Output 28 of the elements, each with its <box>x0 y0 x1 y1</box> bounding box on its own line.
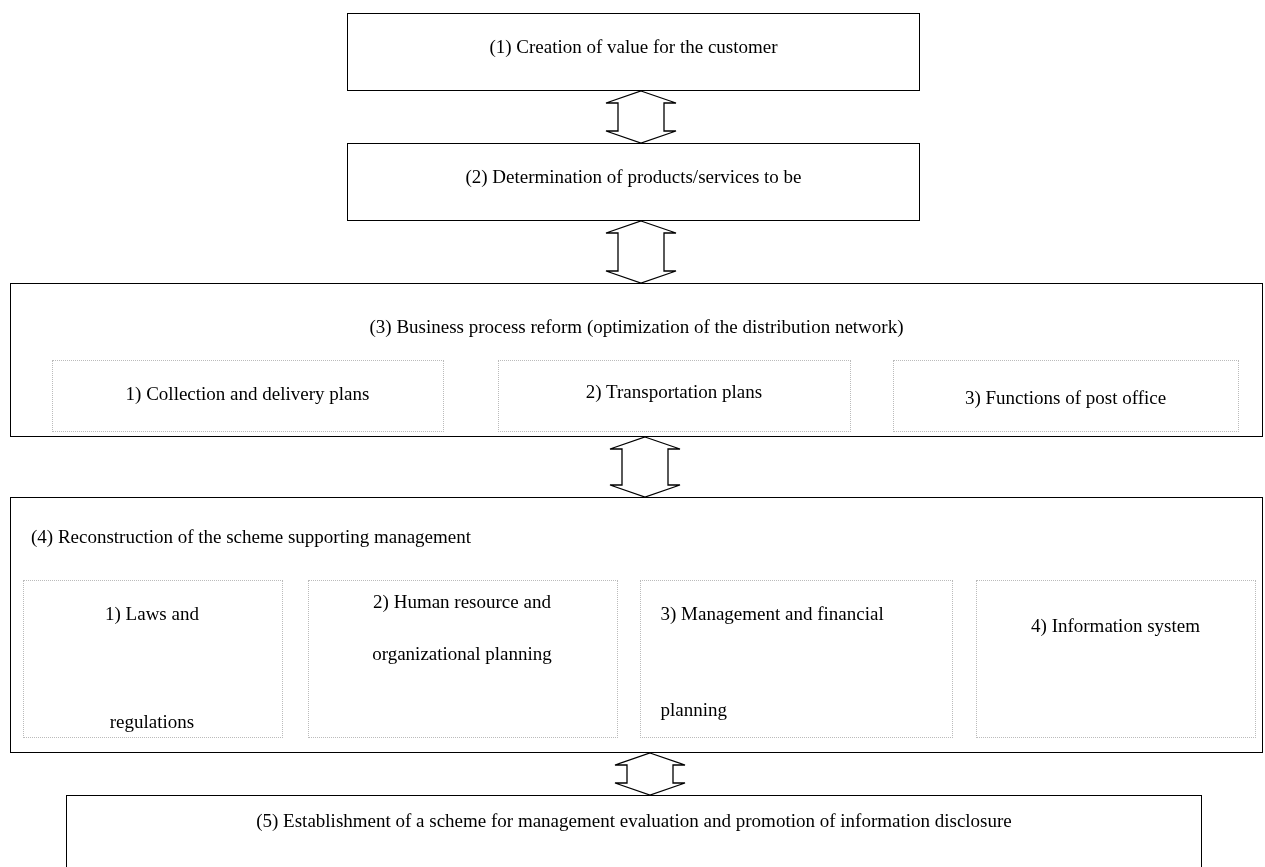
item-text: 3) Functions of post office <box>963 386 1168 409</box>
sub-item-box <box>22 579 283 738</box>
double-block-arrow <box>614 752 686 796</box>
process-box <box>347 143 920 221</box>
item-text: 1) Collection and delivery plans <box>124 382 371 405</box>
box-title: (2) Determination of products/services to be <box>464 166 803 188</box>
item-text: 1) Laws and regulations <box>104 601 200 734</box>
double-block-arrow <box>605 90 677 144</box>
process-box <box>347 13 920 91</box>
double-block-arrow <box>605 220 677 284</box>
process-box <box>66 795 1202 867</box>
process-box <box>10 497 1263 753</box>
item-text: 2) Transportation plans <box>584 380 764 403</box>
item-text: 2) Human resource and organizational planning <box>371 589 553 666</box>
box-title: (4) Reconstruction of the scheme supporting management <box>30 526 473 548</box>
process-box <box>10 283 1263 437</box>
double-block-arrow <box>609 436 681 498</box>
box-title: (3) Business process reform (optimization of the distribution network) <box>368 316 905 338</box>
box-title: (1) Creation of value for the customer <box>488 36 779 58</box>
item-text: 4) Information system <box>1030 614 1201 637</box>
sub-item-box <box>892 359 1239 432</box>
item-text: 3) Management and financial planning <box>659 601 885 722</box>
sub-item-box <box>975 579 1256 738</box>
sub-item-box <box>497 359 851 432</box>
sub-item-box <box>307 579 618 738</box>
sub-item-box <box>639 579 953 738</box>
box-title: (5) Establishment of a scheme for management evaluation and promotion of information disclosure <box>255 810 1013 832</box>
sub-item-box <box>51 359 444 432</box>
